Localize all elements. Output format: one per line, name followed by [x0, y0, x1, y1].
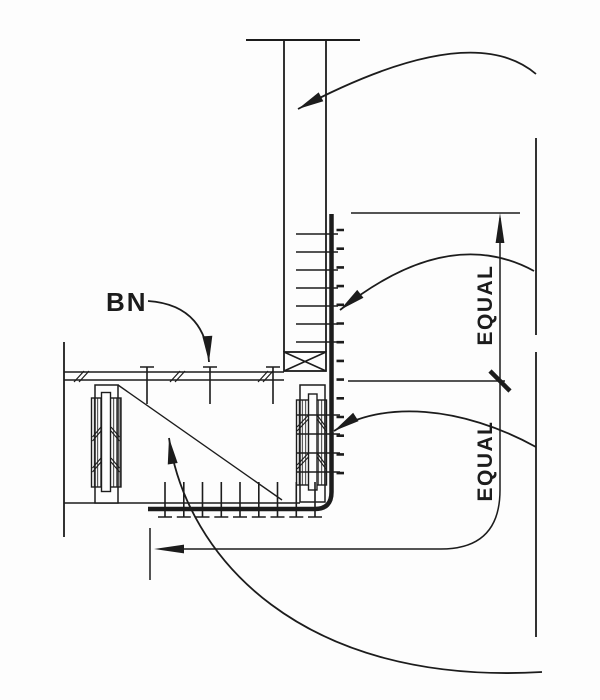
bottom-nails — [158, 482, 322, 518]
equal-label-bottom: EQUAL — [474, 421, 497, 502]
strap-nails-upper — [296, 233, 338, 343]
up-arrowhead — [495, 213, 505, 243]
sheathing-hatch-marks — [73, 370, 274, 383]
left-member-lamination-chevrons — [92, 426, 120, 473]
right-member-lamination-chevrons — [296, 414, 327, 470]
leader-arc-strap-upper — [339, 253, 535, 311]
right-blocking-member — [295, 384, 328, 503]
bn-leader-arc — [147, 300, 213, 363]
leader-arc-post — [297, 51, 537, 110]
sheathing-nails — [140, 366, 280, 404]
floor-sheathing — [64, 370, 284, 383]
left-blocking-member — [90, 384, 122, 504]
left-arrowhead — [154, 544, 184, 554]
right-member-center-plate — [307, 393, 318, 491]
post-sides — [283, 40, 327, 352]
leader-arc-cavity — [167, 437, 543, 674]
dimension-arrowheads — [154, 213, 505, 554]
left-member-center-plate — [100, 391, 112, 493]
dimension-line — [161, 218, 501, 550]
bn-label: BN — [106, 287, 148, 317]
linework — [63, 39, 543, 674]
post-blocking-x-box — [283, 351, 327, 372]
leader-arc-strap-lower — [333, 410, 537, 448]
equal-label-top: EQUAL — [474, 265, 497, 346]
dimension-oblique-tick — [488, 369, 512, 393]
cavity-diagonal-line — [117, 384, 283, 501]
strap-nails-lower — [297, 414, 340, 473]
